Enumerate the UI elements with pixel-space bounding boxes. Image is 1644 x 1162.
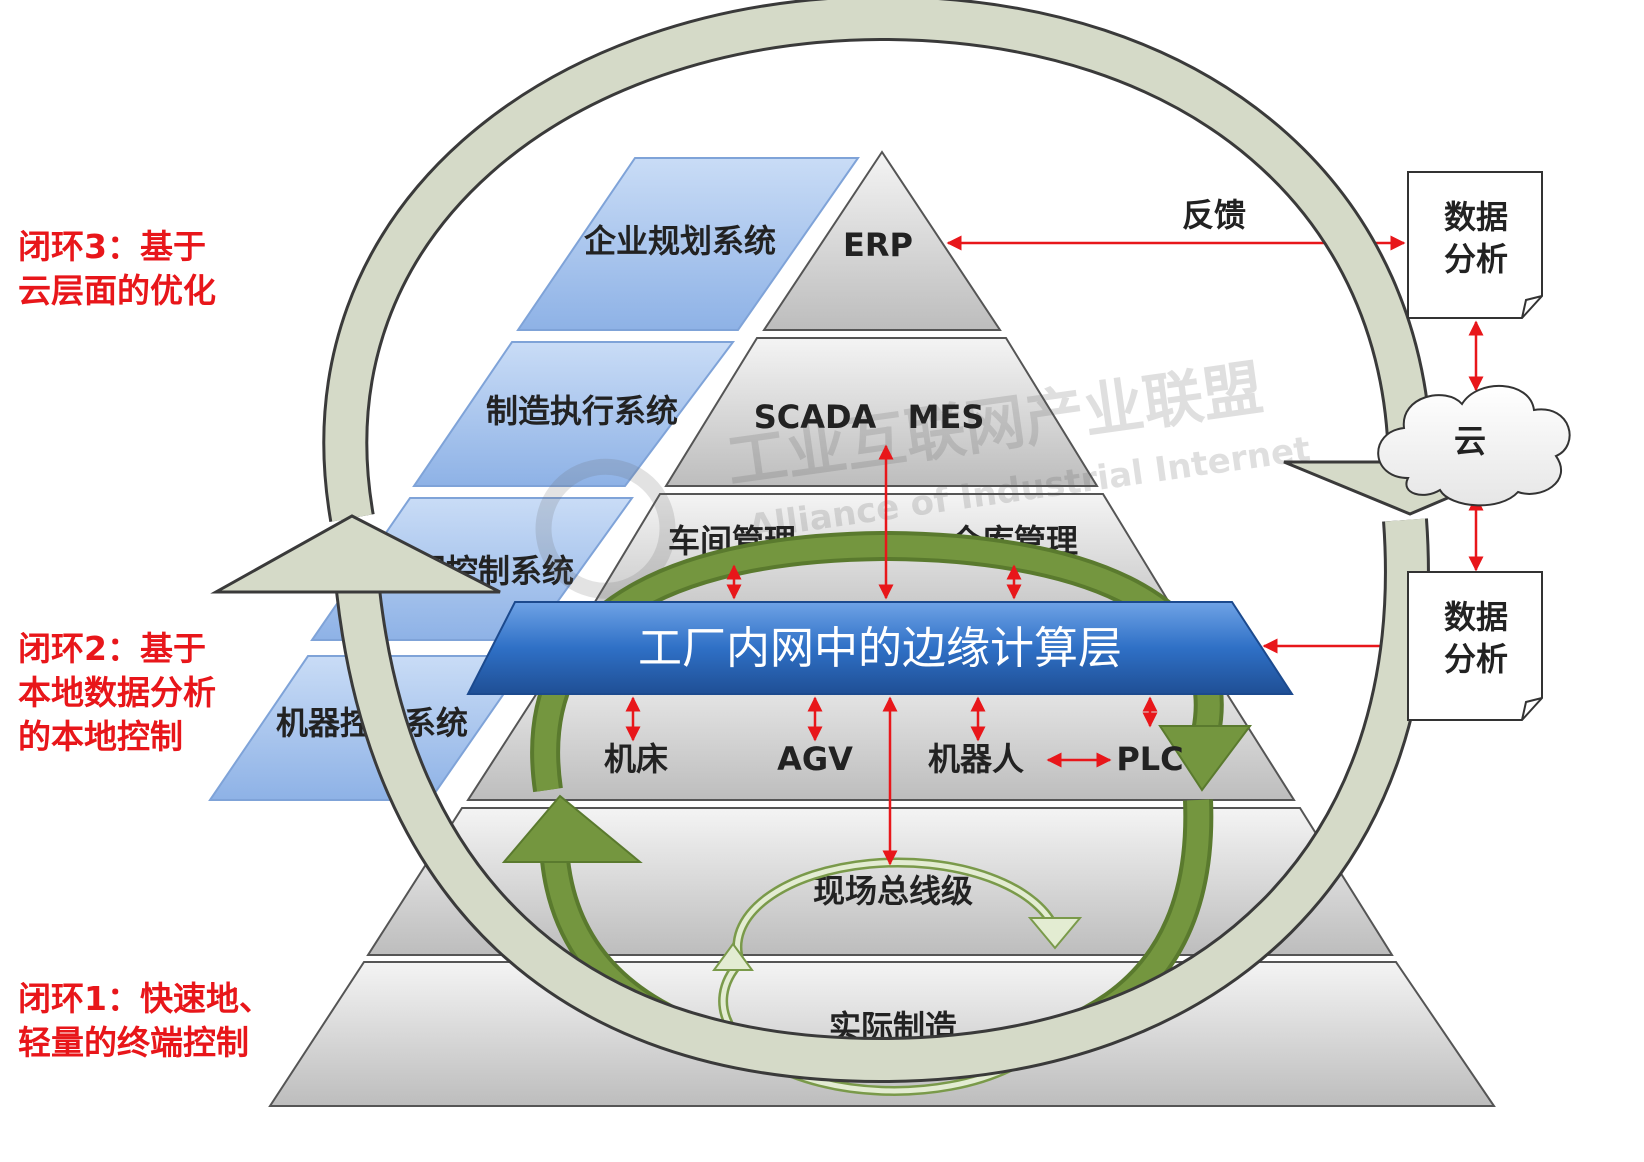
loop3-line2: 云层面的优化 xyxy=(18,271,216,310)
enterprise-planning-panel xyxy=(516,157,860,331)
data-analysis-doc-top xyxy=(1407,171,1543,319)
robot-label: 机器人 xyxy=(928,740,1024,778)
local-loop-arrow-down xyxy=(1158,725,1252,792)
loop1-line2: 轻量的终端控制 xyxy=(18,1023,249,1062)
machine-tool-label: 机床 xyxy=(604,740,668,778)
loop2-line1: 闭环2：基于 xyxy=(18,629,206,668)
loop2-line3: 的本地控制 xyxy=(18,717,183,756)
fieldbus-loop-arrow-right xyxy=(1027,917,1083,950)
cloud-optimization-loop xyxy=(210,0,1533,1084)
scada-label: SCADA xyxy=(754,398,877,436)
system-panels: 企业规划系统 制造执行系统 过程控制系统 机器控制系统 xyxy=(208,157,860,801)
cloud-shape xyxy=(1377,384,1571,507)
erp-label: ERP xyxy=(843,226,913,264)
analysis-top-line1: 数据 xyxy=(1444,198,1508,236)
agv-label: AGV xyxy=(777,740,853,778)
analysis-top-line2: 分析 xyxy=(1444,240,1508,278)
edge-computing-layer: 工厂内网中的边缘计算层 xyxy=(466,601,1294,695)
fieldbus-loop-arrow-left xyxy=(712,942,754,971)
pyramid-layer-erp xyxy=(762,150,1002,331)
execution-system-label: 制造执行系统 xyxy=(486,392,678,430)
fieldbus-label: 现场总线级 xyxy=(813,872,973,910)
execution-system-panel xyxy=(412,341,735,487)
cloud-label: 云 xyxy=(1454,422,1486,460)
watermark-logo xyxy=(535,458,676,599)
loop3-line1: 闭环3：基于 xyxy=(18,227,206,266)
loop-labels: 闭环3：基于 云层面的优化 闭环2：基于 本地数据分析 的本地控制 闭环1：快速… xyxy=(18,227,272,1062)
edge-layer-label: 工厂内网中的边缘计算层 xyxy=(638,623,1122,674)
local-loop-arrow-up xyxy=(501,794,643,863)
plc-label: PLC xyxy=(1116,740,1183,778)
right-panel: 数据 分析 云 数据 分析 反馈 xyxy=(1182,171,1571,721)
loop1-line1: 闭环1：快速地、 xyxy=(18,979,272,1018)
data-analysis-doc-bottom xyxy=(1407,571,1543,721)
analysis-bottom-line1: 数据 xyxy=(1444,598,1508,636)
mes-label: MES xyxy=(908,398,985,436)
analysis-bottom-line2: 分析 xyxy=(1444,640,1508,678)
pyramid-layer-mes xyxy=(664,337,1099,487)
loop2-line2: 本地数据分析 xyxy=(18,673,216,712)
cloud-loop-arrow-up xyxy=(210,514,501,594)
feedback-label: 反馈 xyxy=(1182,196,1246,234)
enterprise-planning-label: 企业规划系统 xyxy=(584,222,776,260)
pyramid-layer-fieldbus xyxy=(366,807,1394,956)
